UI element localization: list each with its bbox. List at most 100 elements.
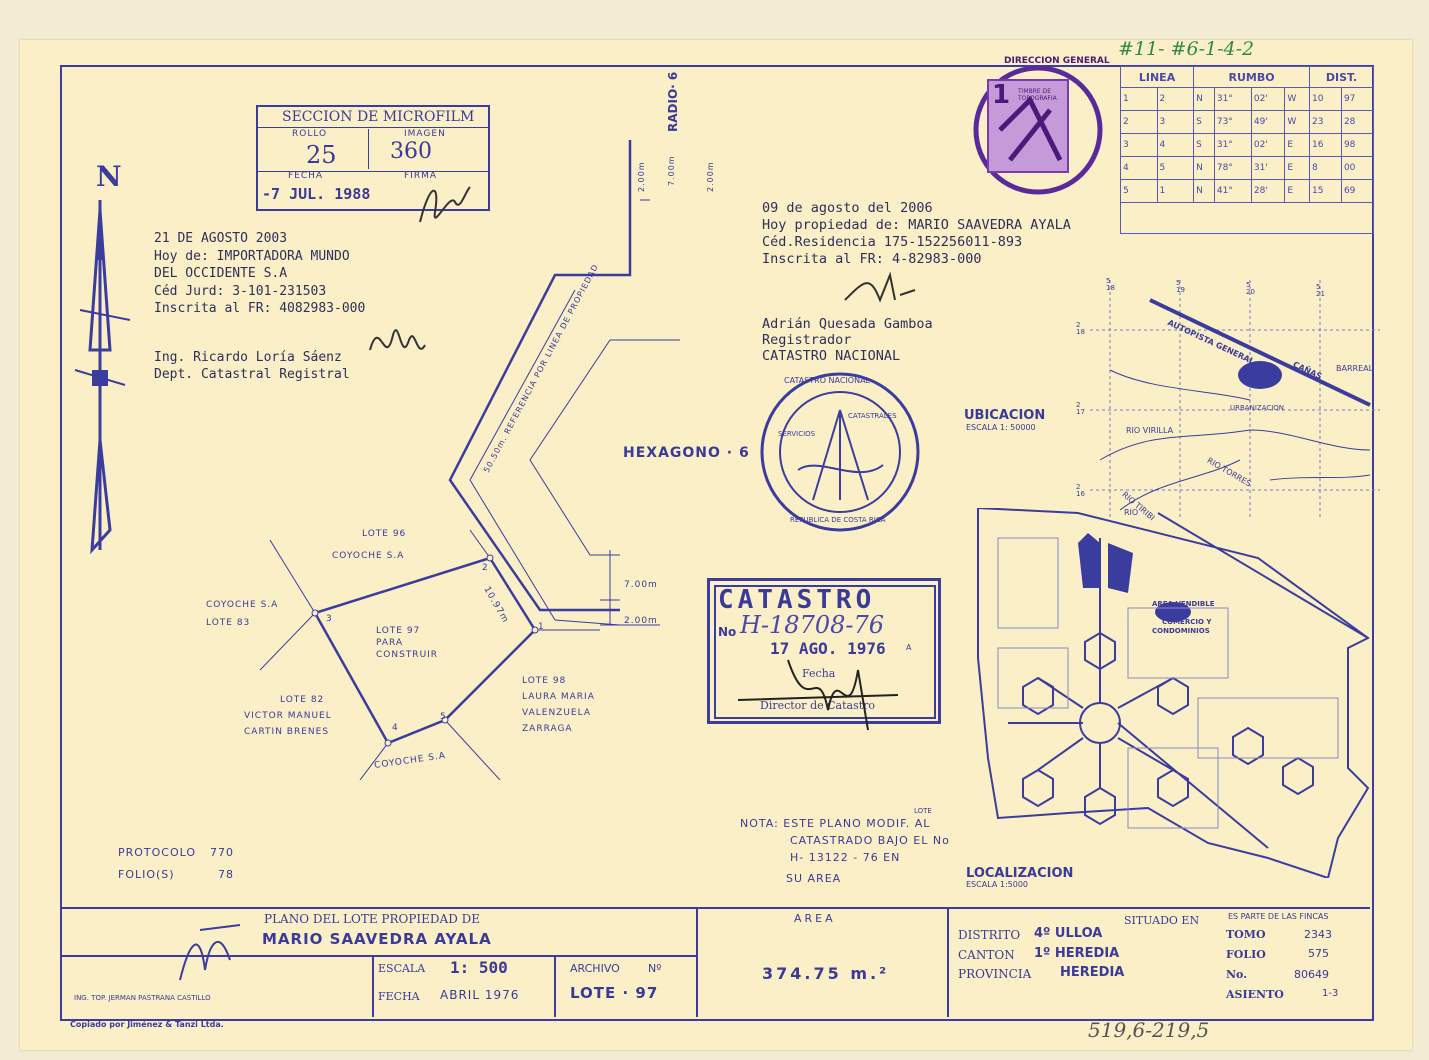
provincia-label: PROVINCIA [958, 967, 1032, 981]
bottom-note: 519,6-219,5 [1088, 1018, 1210, 1042]
ubicacion-barreal: BARREAL [1336, 364, 1374, 373]
note-2006: 09 de agosto del 2006 Hoy propiedad de: … [762, 200, 1071, 268]
cell: 41° [1213, 179, 1252, 203]
lote98-line: LAURA MARIA [522, 692, 595, 702]
lote82-line: LOTE 82 [280, 695, 325, 705]
dim-7b: 7.00m [624, 580, 658, 590]
note-2006-line: 09 de agosto del 2006 [762, 200, 933, 216]
cell: N [1193, 156, 1215, 180]
cell: S [1193, 133, 1215, 157]
topografo-label: ING. TOP. JERMAN PASTRANA CASTILLO [74, 994, 211, 1002]
microfilm-stamp: SECCION DE MICROFILM ROLLO IMAGEN 25 360… [256, 105, 490, 211]
archivo-n-label: Nº [648, 962, 662, 975]
grid-label: 5 21 [1316, 283, 1325, 298]
catastro-signature [737, 659, 899, 731]
cell: E [1284, 133, 1310, 157]
catastro-stamp-title: CATASTRO [718, 585, 876, 615]
rollo-label: ROLLO [292, 129, 328, 139]
imagen-label: IMAGEN [404, 129, 446, 139]
localizacion-map [977, 508, 1370, 878]
coyoche-left: COYOCHE S.A [206, 600, 279, 610]
timbre-stamp [973, 65, 1103, 195]
lote97-line: PARA [376, 638, 404, 648]
registrar-title: Registrador [762, 332, 852, 348]
vertex-2: 2 [482, 563, 489, 573]
escala-label: ESCALA [378, 962, 426, 975]
cell: E [1284, 156, 1310, 180]
cell: 28 [1340, 110, 1375, 134]
catastro-stamp: CATASTRO No H-18708-76 17 AGO. 1976 A Fe… [707, 578, 941, 724]
north-arrow-icon [74, 200, 131, 555]
lote83-label: LOTE 83 [206, 618, 251, 628]
lote98-line: LOTE 98 [522, 676, 567, 686]
cell: 31' [1250, 156, 1286, 180]
note-2003-line: Hoy de: IMPORTADORA MUNDO [154, 248, 350, 264]
ubicacion-scale: ESCALA 1: 50000 [966, 423, 1036, 432]
microfilm-title: SECCION DE MICROFILM [282, 109, 475, 125]
copiado-label: Copiado por Jiménez & Tanzi Ltda. [70, 1020, 224, 1029]
cell: 3 [1120, 133, 1158, 157]
registrar-office: CATASTRO NACIONAL [762, 348, 901, 364]
timbre-ring: DIRECCION GENERAL [1004, 56, 1110, 66]
lote98-line: VALENZUELA [522, 708, 591, 718]
folio-value: 575 [1308, 947, 1329, 960]
localizacion-scale: ESCALA 1:5000 [966, 880, 1028, 889]
situado-label: SITUADO EN [1124, 914, 1200, 927]
engineer-dept: Dept. Catastral Registral [154, 367, 350, 382]
vertex-1: 1 [538, 622, 545, 632]
cell: 4 [1156, 133, 1195, 157]
grid-label: 2 18 [1076, 321, 1085, 336]
drawing-frame [60, 65, 1374, 1021]
lote82-line: VICTOR MANUEL [244, 711, 332, 721]
lote98-line: ZARRAGA [522, 724, 573, 734]
hexagono-label: HEXAGONO · 6 [623, 445, 750, 461]
grid-label: 5 20 [1246, 281, 1255, 296]
cell: 23 [1308, 110, 1342, 134]
cell: 97 [1340, 87, 1375, 111]
cell: 98 [1340, 133, 1375, 157]
cell: N [1193, 179, 1215, 203]
area-label: AREA [794, 912, 836, 925]
archivo-value: LOTE · 97 [570, 984, 659, 1002]
grid-label: 2 16 [1076, 483, 1085, 498]
lote97-block: LOTE 97 PARA CONSTRUIR [376, 625, 438, 661]
lote97-line: LOTE 97 [376, 626, 421, 636]
note-2006-line: Céd.Residencia 175-152256011-893 [762, 234, 1023, 250]
seal-right: CATASTRALES [848, 412, 897, 420]
cell: 28' [1250, 179, 1286, 203]
topografo-signature [179, 924, 241, 981]
registrar-block: Adrián Quesada Gamboa Registrador CATAST… [762, 316, 933, 364]
folio-label: FOLIO [1226, 948, 1266, 961]
microfilm-signature [419, 186, 471, 223]
cell: 78° [1213, 156, 1252, 180]
seal-bottom: REPUBLICA DE COSTA RICA [790, 516, 886, 524]
col-dist: DIST. [1308, 66, 1375, 88]
seal-top: CATASTRO NACIONAL [784, 376, 871, 385]
localizacion-area-label: AREA VENDIBLE LOTES COMERCIO Y CONDOMINI… [1152, 600, 1215, 636]
ubicacion-rio-virilla: RIO VIRILLA [1126, 426, 1174, 435]
radio-label: RADIO· 6 [666, 71, 680, 132]
folios-label: FOLIO(S) [118, 868, 175, 881]
plano-label: PLANO DEL LOTE PROPIEDAD DE [264, 912, 481, 926]
escala-value: 1: 500 [450, 958, 508, 977]
cell: W [1284, 87, 1310, 111]
note-2003-line: Inscrita al FR: 4082983-000 [154, 301, 366, 316]
no-label: No. [1226, 968, 1248, 981]
lote82-line: CARTIN BRENES [244, 727, 330, 737]
cell: N [1193, 87, 1215, 111]
archivo-label: ARCHIVO [570, 962, 620, 975]
registrar-signature [844, 271, 916, 303]
catastro-number: H-18708-76 [740, 611, 885, 639]
col-linea: LINEA [1119, 66, 1195, 88]
asiento-label: ASIENTO [1226, 988, 1284, 1001]
ubicacion-urbanizacion: URBANIZACION [1230, 404, 1285, 412]
note-2003: 21 DE AGOSTO 2003 Hoy de: IMPORTADORA MU… [154, 230, 365, 318]
localizacion-title: LOCALIZACION [966, 866, 1074, 881]
ubicacion-rio: RIO [1124, 508, 1139, 517]
grid-label: 5 18 [1106, 277, 1115, 292]
protocolo-label: PROTOCOLO [118, 846, 197, 859]
area-label-line: CONDOMINIOS [1152, 627, 1210, 635]
